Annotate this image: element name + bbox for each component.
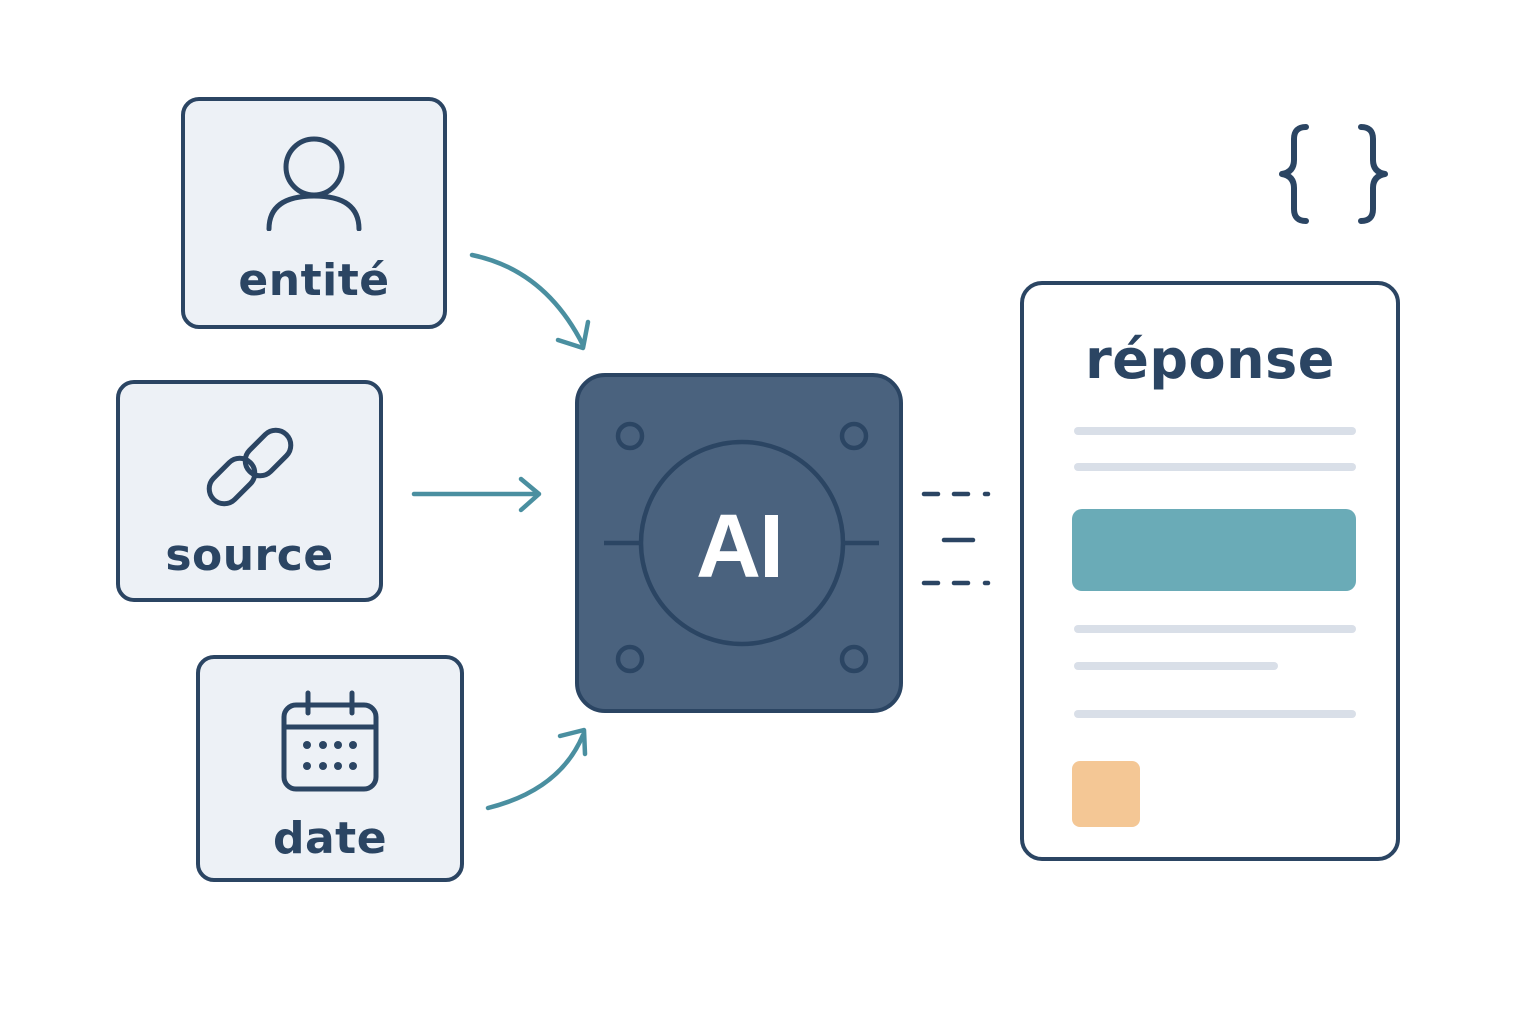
text-line-placeholder — [1074, 625, 1356, 633]
output-dashes — [921, 491, 991, 586]
date-label: date — [272, 813, 388, 864]
response-title: réponse — [1085, 328, 1335, 391]
link-icon — [200, 422, 300, 516]
arrow-date-head — [557, 727, 588, 757]
arrow-entity-head — [555, 319, 591, 351]
user-icon — [264, 131, 364, 235]
highlighted-answer-block — [1072, 509, 1356, 591]
entity-card: entité — [181, 97, 447, 329]
text-line-placeholder — [1074, 662, 1278, 670]
arrow-entity-to-ai — [469, 252, 586, 348]
entity-label: entité — [238, 255, 390, 306]
text-line-placeholder — [1074, 463, 1356, 471]
text-line-placeholder — [1074, 710, 1356, 718]
date-card: date — [196, 655, 464, 882]
source-card: source — [116, 380, 383, 602]
arrow-source-head — [518, 476, 542, 513]
ai-label: AI — [696, 496, 784, 597]
accent-square — [1072, 761, 1140, 827]
ai-chip-decoration — [604, 421, 879, 674]
curly-braces-icon — [1279, 124, 1388, 224]
text-line-placeholder — [1074, 427, 1356, 435]
ai-processor: AI — [575, 373, 903, 713]
source-label: source — [165, 530, 334, 581]
arrow-date-to-ai — [485, 732, 586, 811]
response-document: réponse — [1020, 281, 1400, 861]
calendar-icon — [280, 689, 380, 797]
